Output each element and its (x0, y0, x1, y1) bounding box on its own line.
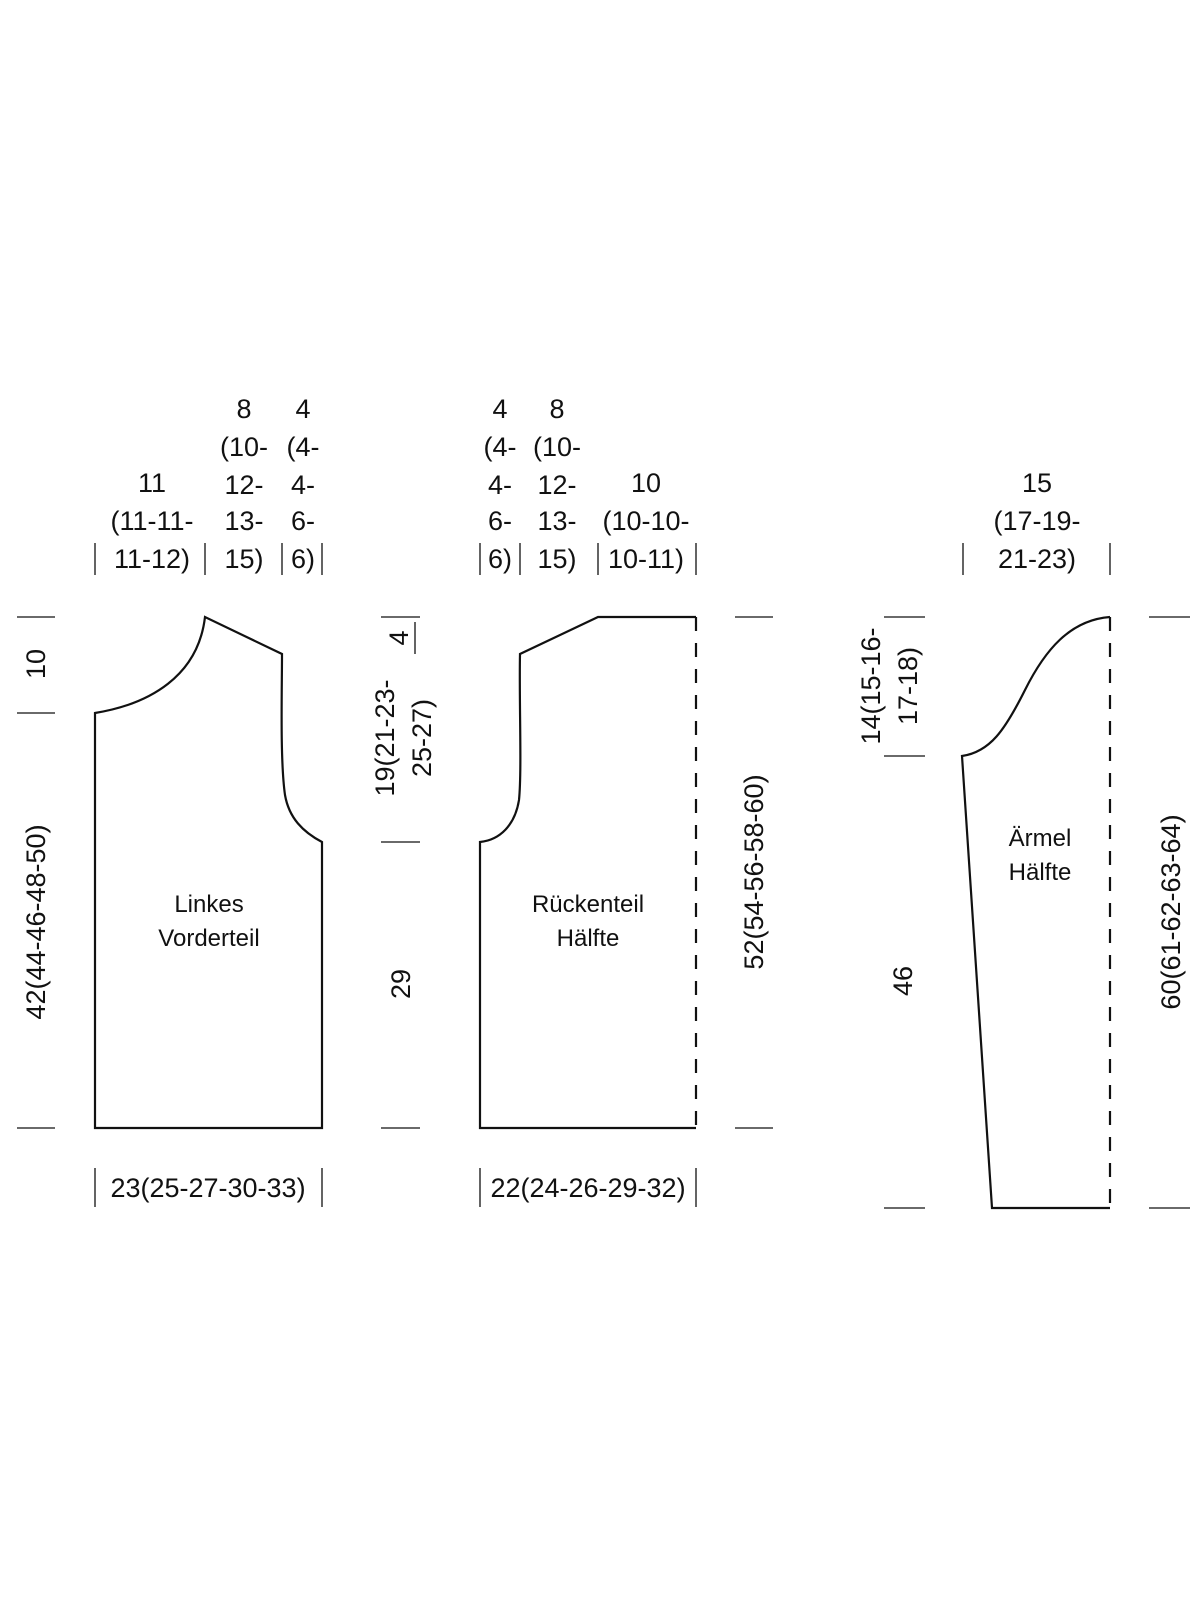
front-right-dim-armhole-a: 19(21-23- (370, 679, 400, 796)
back-top-dim-3b: (10-10- (602, 506, 689, 536)
sleeve-left-dim-cap-a: 14(15-16- (856, 627, 886, 744)
back-top-dim-3c: 10-11) (608, 544, 684, 574)
back-top-dim-1b: (4- (484, 432, 517, 462)
front-top-dim-1b: (11-11- (110, 506, 193, 536)
front-left-dim-upper: 10 (21, 649, 51, 679)
back-right-dim: 52(54-56-58-60) (739, 774, 769, 969)
front-top-dim-2e: 15) (224, 544, 263, 574)
back-top-dim-2e: 15) (537, 544, 576, 574)
back-top-dim-2a: 8 (549, 394, 564, 424)
front-top-dim-2d: 13- (224, 506, 263, 536)
back-top-dim-2c: 12- (537, 470, 576, 500)
back-top-dim-1e: 6) (488, 544, 512, 574)
front-top-dim-1a: 11 (138, 468, 166, 498)
sleeve-right-dim: 60(61-62-63-64) (1156, 814, 1186, 1009)
back-outline (478, 615, 696, 1130)
back-label-line1: Rückenteil (532, 891, 644, 918)
front-top-dim-2b: (10- (220, 432, 268, 462)
front-piece: 11 (11-11- 11-12) 8 (10- 12- 13- 15) 4 (… (17, 394, 437, 1207)
front-right-dim-lower: 29 (386, 969, 416, 999)
front-right-dim-armhole-b: 25-27) (407, 699, 437, 777)
back-top-dim-1a: 4 (492, 394, 507, 424)
front-top-dim-2a: 8 (236, 394, 251, 424)
sleeve-top-dim-b: (17-19- (993, 506, 1080, 536)
back-top-dim-2d: 13- (537, 506, 576, 536)
back-top-dim-1d: 6- (488, 506, 512, 536)
sleeve-piece: 15 (17-19- 21-23) 14(15-16- 17-18) 46 60… (856, 468, 1190, 1210)
front-top-dim-3b: (4- (287, 432, 320, 462)
back-bottom-dim: 22(24-26-29-32) (490, 1173, 685, 1203)
front-top-dim-2c: 12- (224, 470, 263, 500)
front-label-line1: Linkes (174, 891, 243, 918)
sleeve-top-dim-c: 21-23) (998, 544, 1076, 574)
front-label-line2: Vorderteil (158, 925, 259, 952)
front-left-dim-lower: 42(44-46-48-50) (21, 824, 51, 1019)
sleeve-left-dim-lower: 46 (888, 966, 918, 996)
back-piece: 4 (4- 4- 6- 6) 8 (10- 12- 13- 15) 10 (10… (478, 394, 773, 1207)
front-top-dim-3a: 4 (295, 394, 310, 424)
sleeve-left-dim-cap-b: 17-18) (893, 647, 923, 725)
back-top-dim-2b: (10- (533, 432, 581, 462)
back-top-dim-3a: 10 (631, 468, 661, 498)
sleeve-label-line1: Ärmel (1009, 825, 1072, 852)
front-right-dim-top: 4 (384, 630, 414, 645)
front-top-dim-1c: 11-12) (114, 544, 190, 574)
front-top-dim-3c: 4- (291, 470, 315, 500)
sleeve-outline (960, 615, 1111, 1210)
back-label-line2: Hälfte (557, 925, 620, 952)
front-top-dim-3e: 6) (291, 544, 315, 574)
front-bottom-dim: 23(25-27-30-33) (110, 1173, 305, 1203)
sleeve-label-line2: Hälfte (1009, 859, 1072, 886)
front-outline (93, 615, 324, 1130)
front-top-dim-3d: 6- (291, 506, 315, 536)
sleeve-top-dim-a: 15 (1022, 468, 1052, 498)
back-top-dim-1c: 4- (488, 470, 512, 500)
